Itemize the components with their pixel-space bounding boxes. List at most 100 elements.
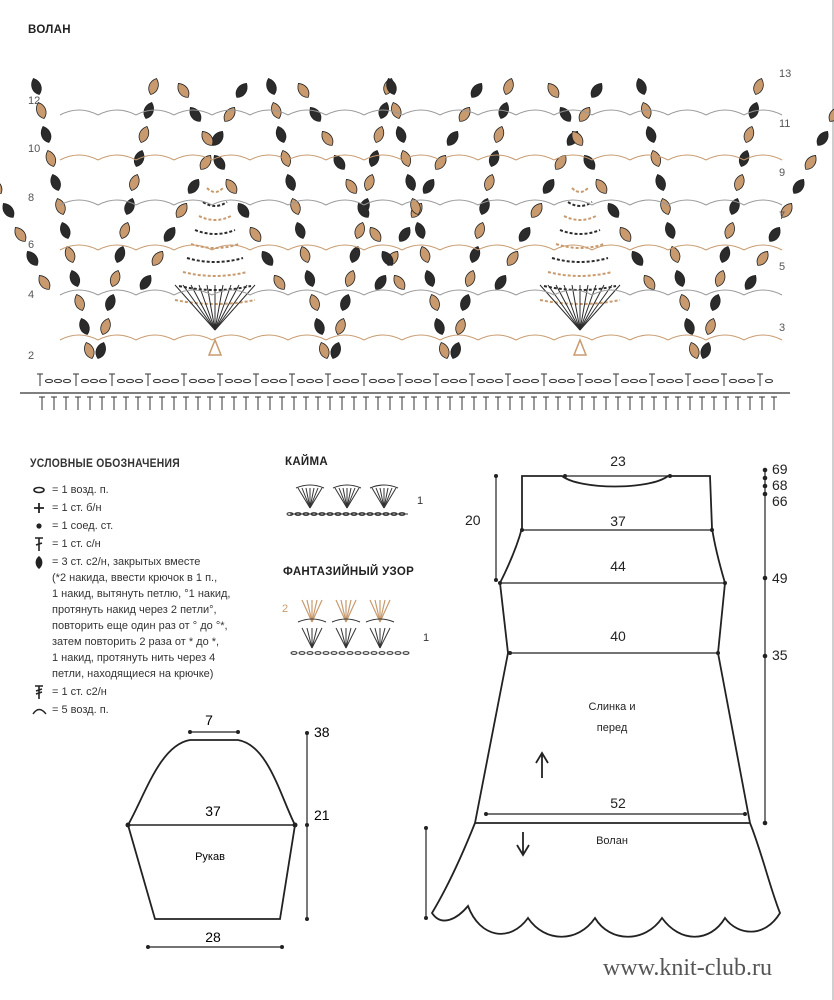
chain-arc — [705, 109, 745, 116]
row1-stitch — [181, 373, 187, 386]
fan-stitch — [174, 284, 216, 331]
pineapple-row — [202, 201, 228, 207]
cluster-stitch — [655, 173, 666, 191]
cluster-stitch — [410, 197, 421, 215]
chain-arc — [667, 244, 707, 251]
chain-arc — [211, 334, 251, 341]
chain-stitch — [593, 378, 603, 384]
sleeve-width-dim: 37 — [205, 803, 221, 819]
chain-arc — [705, 244, 745, 251]
chain-arc — [249, 154, 289, 161]
chain-arc — [173, 289, 213, 296]
cluster-stitch — [237, 203, 250, 218]
cluster-stitch — [177, 83, 190, 98]
chain-stitch — [746, 378, 756, 384]
chain-stitch — [296, 378, 306, 384]
pattern-chain — [338, 651, 346, 655]
row1-stitch — [649, 373, 655, 386]
foundation-stitch — [291, 396, 297, 410]
chain-arc — [439, 199, 479, 206]
chain-arc — [553, 199, 593, 206]
chain-arc — [477, 334, 517, 341]
cluster-stitch — [415, 221, 426, 239]
kaima-fan-stitch — [346, 487, 360, 509]
cluster-stitch — [450, 341, 461, 359]
cluster-stitch — [105, 293, 116, 311]
chain-stitch — [305, 378, 315, 384]
chain-arc — [705, 154, 745, 161]
kaima-chain — [310, 512, 318, 516]
fan-stitch — [214, 284, 232, 331]
foundation-stitch — [519, 396, 525, 410]
cluster-stitch — [201, 131, 214, 146]
cluster-stitch — [381, 251, 394, 266]
body-outline — [473, 475, 752, 824]
chain-arc — [629, 154, 669, 161]
foundation-stitch — [447, 396, 453, 410]
kaima-fan-stitch — [309, 487, 323, 509]
chain-arc — [135, 109, 175, 116]
chain-stitch — [665, 378, 675, 384]
chain-arc — [553, 334, 593, 341]
row1-stitch — [685, 373, 691, 386]
fan-stitch — [539, 284, 581, 331]
foundation-stitch — [639, 396, 645, 410]
chain-arc — [97, 289, 137, 296]
chain-arc — [363, 244, 403, 251]
arrow-up-icon — [535, 751, 549, 778]
foundation-stitch — [699, 396, 705, 410]
fan-stitch — [563, 284, 581, 331]
chain-stitch — [521, 378, 531, 384]
chain-arc — [211, 244, 251, 251]
chain-arc — [401, 334, 441, 341]
pineapple-row — [182, 271, 248, 277]
cluster-stitch — [469, 245, 481, 263]
chain-stitch — [728, 378, 738, 384]
chain-arc-icon — [30, 702, 52, 718]
row1-stitch — [73, 373, 79, 386]
chain-loop — [572, 337, 588, 356]
pattern-stitch — [379, 627, 391, 649]
cluster-stitch — [493, 125, 505, 143]
cluster-stitch — [756, 251, 769, 266]
cluster-stitch — [474, 221, 485, 239]
pineapple-row — [186, 257, 244, 263]
kaima-chain — [302, 512, 310, 516]
chain-arc — [401, 154, 441, 161]
kaima-fan-stitch — [375, 487, 385, 509]
chain-stitch — [44, 378, 54, 384]
pattern-stitch — [379, 627, 386, 649]
cluster-stitch — [273, 275, 286, 290]
chain-arc — [249, 289, 289, 296]
fan-stitch — [579, 284, 605, 331]
legend-item: = 1 ст. с2/н — [30, 684, 275, 700]
chain-arc — [743, 109, 783, 116]
cluster-stitch — [780, 203, 793, 218]
chain-arc — [135, 199, 175, 206]
pineapple-row — [571, 187, 589, 193]
cluster-stitch — [368, 149, 380, 167]
cluster-stitch — [211, 131, 224, 146]
chain-arc — [629, 109, 669, 116]
chain-arc — [401, 244, 441, 251]
chain-arc — [705, 199, 745, 206]
pattern-arc — [365, 618, 395, 623]
chain-stitch — [530, 378, 540, 384]
cluster-icon — [30, 554, 52, 570]
cluster-stitch — [119, 221, 130, 239]
kaima-chain — [366, 512, 374, 516]
foundation-stitch — [591, 396, 597, 410]
foundation-stitch — [207, 396, 213, 410]
foundation-stitch — [39, 396, 45, 410]
chain-stitch — [584, 378, 594, 384]
chain-arc — [553, 109, 593, 116]
kaima-fan-stitch — [309, 487, 315, 509]
cluster-stitch — [422, 179, 435, 194]
legend-item: = 3 ст. с2/н, закрытых вместе (*2 накида… — [30, 554, 275, 682]
pattern-chain — [330, 651, 338, 655]
kaima-chain — [350, 512, 358, 516]
pattern-chain — [402, 651, 410, 655]
cluster-stitch — [151, 251, 164, 266]
row1-stitch — [397, 373, 403, 386]
pattern-stitch — [311, 627, 323, 649]
